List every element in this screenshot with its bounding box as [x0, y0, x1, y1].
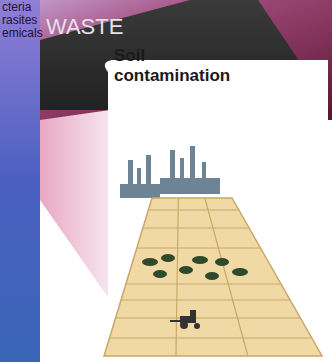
field-plots — [109, 198, 311, 356]
cut-label: rasites — [2, 13, 37, 28]
soil-heading: Soil contamination — [114, 46, 264, 86]
tractor-symbol — [170, 310, 200, 329]
waste-heading: WASTE — [46, 14, 123, 39]
factory-symbol — [120, 146, 220, 198]
cow-symbol — [142, 254, 248, 280]
field — [104, 198, 322, 356]
pink-fan — [40, 110, 110, 300]
left-band — [0, 0, 40, 362]
picture-panel — [105, 60, 328, 362]
cut-label: emicals — [2, 26, 43, 41]
cut-label: cteria — [2, 0, 31, 15]
